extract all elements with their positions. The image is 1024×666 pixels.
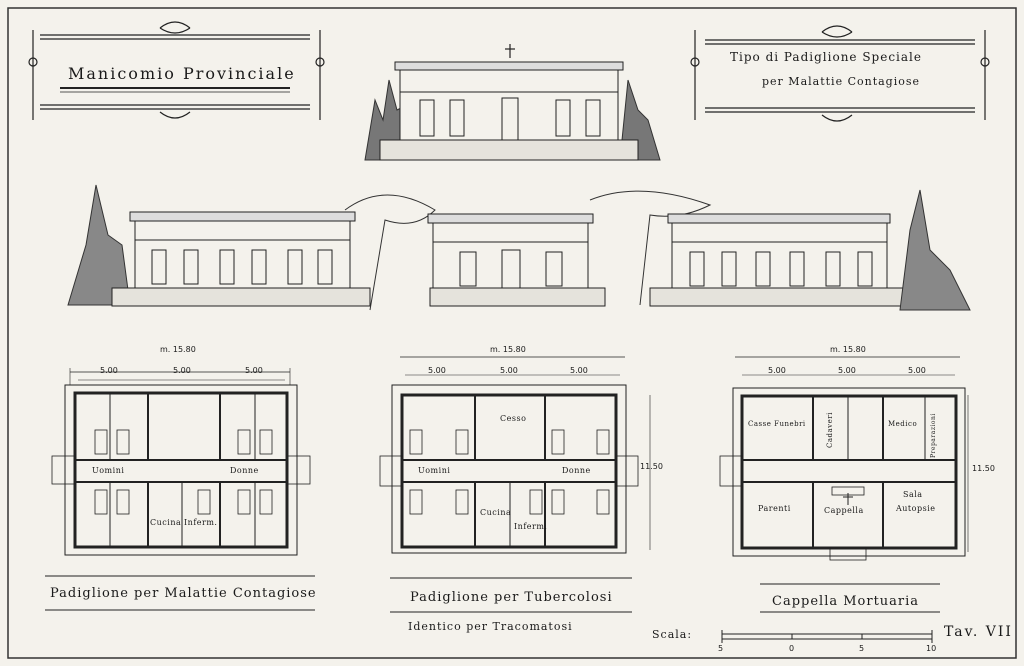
plan3-room-chapel: Cappella [824,506,864,515]
plan3-room-preparation: Preparazioni [930,413,937,458]
plan1-bay-dim-2: 5.00 [173,366,191,375]
title-right-line1: Tipo di Padiglione Speciale [730,50,922,64]
plan1-overall-dim: m. 15.80 [160,345,196,354]
plan3-room-doctor: Medico [888,420,918,428]
seal-cross-icon [505,44,515,58]
plan1-room-infirmary: Inferm. [184,518,218,527]
plan2-room-men: Uomini [418,466,451,475]
plan2-side-dim: 11.50 [640,462,663,471]
title-right-line2: per Malattie Contagiose [762,75,921,88]
plan3-room-relatives: Parenti [758,504,791,513]
plan1-caption: Padiglione per Malattie Contagiose [50,586,317,601]
plan-mortuary [719,356,969,561]
plan2-subcaption: Identico per Tracomatosi [408,620,573,633]
plan2-room-women: Donne [562,466,591,475]
plan3-overall-dim: m. 15.80 [830,345,866,354]
plan1-room-women: Donne [230,466,259,475]
scale-tick-1: 5 [718,644,724,653]
elevation-top [364,61,661,161]
plate-number: Tav. VII [944,624,1013,640]
elevation-left [67,184,436,311]
plan2-bay-dim-3: 5.00 [570,366,588,375]
plan-contagious [51,368,311,556]
plan3-room-hall: Sala [903,490,923,499]
plan3-bay-dim-2: 5.00 [838,366,856,375]
title-cartouche-left [28,21,325,120]
plan2-overall-dim: m. 15.80 [490,345,526,354]
plan2-room-kitchen: Cucina [480,508,512,517]
plan2-bay-dim-1: 5.00 [428,366,446,375]
scale-bar [721,630,933,643]
plan1-room-men: Uomini [92,466,125,475]
scale-tick-4: 10 [926,644,937,653]
plan1-room-kitchen: Cucina [150,518,182,527]
elevation-right [589,189,971,311]
title-cartouche-right [690,25,990,122]
plan1-bay-dim-3: 5.00 [245,366,263,375]
plan2-room-wc: Cesso [500,414,527,423]
plan1-bay-dim-1: 5.00 [100,366,118,375]
elevation-center [427,213,606,307]
plan2-room-infirmary: Inferm. [514,522,548,531]
caption-rules [45,575,940,613]
scale-tick-2: 0 [789,644,795,653]
plan-tuberculosis [379,356,651,554]
plan2-bay-dim-2: 5.00 [500,366,518,375]
plan3-bay-dim-3: 5.00 [908,366,926,375]
scale-label: Scala: [652,628,693,641]
plan3-bay-dim-1: 5.00 [768,366,786,375]
plan3-side-dim: 11.50 [972,464,995,473]
scale-tick-3: 5 [859,644,865,653]
title-left: Manicomio Provinciale [68,64,296,83]
plan3-room-autopsy: Autopsie [896,504,936,513]
plan3-room-coffins: Casse Funebri [748,420,806,428]
plan2-caption: Padiglione per Tubercolosi [410,590,613,605]
plan3-room-corpses: Cadaveri [826,412,834,448]
plan3-caption: Cappella Mortuaria [772,594,920,609]
